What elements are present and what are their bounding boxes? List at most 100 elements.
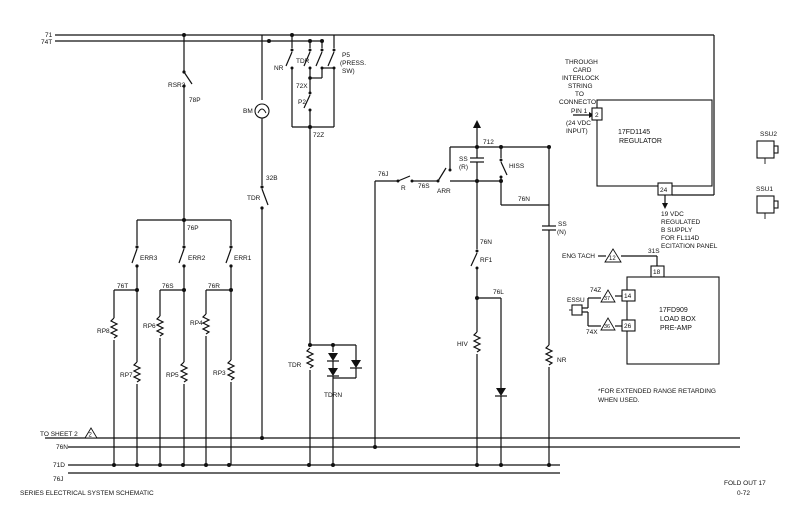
note-excitation: ECITATION PANEL: [661, 243, 718, 250]
sw-label: SW): [342, 68, 355, 75]
rf1-label: RF1: [480, 257, 493, 264]
tdr-coil-label: TDR: [288, 362, 302, 369]
tdr-section: BM 32B TDR NR TDR P5 (PRESS. SW) 72X P: [243, 35, 366, 465]
tdrn-label: TDRN: [324, 392, 342, 399]
regulator-name: 17FD1145: [618, 129, 650, 136]
note-regulated: REGULATED: [661, 219, 701, 226]
wire-76t-label: 76T: [117, 283, 128, 290]
loadbox-pin-26-label: 26: [624, 323, 632, 330]
loadbox-section: ENG TACH 12 31S 18 17FD909 LOAD BOX PRE-…: [562, 248, 720, 365]
flag-37: 37: [604, 296, 610, 302]
flag-12: 12: [609, 256, 616, 262]
wire-76n2-label: 76N: [480, 239, 492, 246]
wire-72x-label: 72X: [296, 83, 308, 90]
err3-label: ERR3: [140, 255, 158, 262]
essu-symbol: [571, 304, 583, 316]
rp7-label: RP7: [120, 372, 133, 379]
ss-r-label-2: (R): [459, 164, 468, 171]
sheet-flag-number: 2: [89, 433, 93, 439]
nr-contact-label: NR: [274, 65, 284, 72]
wire-32b-label: 32B: [266, 175, 278, 182]
bus-76j-label: 76J: [53, 476, 63, 483]
err-section: RSR2 78P 76P ERR3 ERR2 ERR1 76T RP8: [97, 35, 252, 465]
to-sheet-label: TO SHEET 2: [40, 431, 78, 438]
ssu2-symbol: [756, 140, 775, 159]
bottom-buses: TO SHEET 2 2 76N 71D 76J: [40, 427, 740, 483]
note-pin1: PIN 1: [571, 108, 588, 115]
note-bsupply: B SUPPLY: [661, 227, 693, 234]
bm-meter-symbol: [254, 103, 270, 119]
essu-label: ESSU: [567, 297, 585, 304]
bus-71-label: 71: [45, 32, 53, 39]
bm-label: BM: [243, 108, 253, 115]
hiss-label: HISS: [509, 163, 525, 170]
flag-36: 36: [604, 324, 610, 330]
p2-label: P2: [298, 99, 306, 106]
ssu2-label: SSU2: [760, 131, 777, 138]
note-forfl: FOR FL114D: [661, 235, 699, 242]
note-extended-1: *FOR EXTENDED RANGE RETARDING: [598, 388, 716, 395]
wire-74x-label: 74X: [586, 329, 598, 336]
note-input: INPUT): [566, 128, 588, 135]
bus-76n-label: 76N: [56, 444, 68, 451]
press-label: (PRESS.: [340, 60, 366, 67]
arr-label: ARR: [437, 188, 451, 195]
note-string: STRING: [568, 83, 593, 90]
tdr-bank-label: TDR: [296, 58, 310, 65]
nr-coil-label: NR: [557, 357, 567, 364]
loadbox-name: 17FD909: [659, 307, 688, 314]
top-buses: 71 74T: [41, 32, 714, 46]
ssu1-label: SSU1: [756, 186, 773, 193]
wire-712-label: 712: [483, 139, 494, 146]
ss-n-label-2: (N): [557, 229, 566, 236]
loadbox-label-2: PRE-AMP: [660, 325, 692, 332]
wire-74z-label: 74Z: [590, 287, 601, 294]
eng-tach-label: ENG TACH: [562, 253, 595, 260]
wire-31s-label: 31S: [648, 248, 660, 255]
rp6-label: RP6: [143, 323, 156, 330]
footer: SERIES ELECTRICAL SYSTEM SCHEMATIC FOLD …: [20, 480, 766, 497]
loadbox-pin-14-label: 14: [624, 293, 632, 300]
wire-76j-label: 76J: [378, 171, 388, 178]
note-extended-2: WHEN USED.: [598, 397, 640, 404]
err1-label: ERR1: [234, 255, 252, 262]
rp3-label: RP3: [213, 370, 226, 377]
regulator-pin-24-label: 24: [660, 187, 668, 194]
loadbox-box: [626, 276, 720, 365]
wire-76r-label: 76R: [208, 283, 220, 290]
note-24vdc: (24 VDC: [566, 120, 591, 127]
loadbox-label-1: LOAD BOX: [660, 316, 696, 323]
p5-label: P5: [342, 52, 350, 59]
sheet-flag-shape: [84, 427, 98, 439]
wire-76s-label: 76S: [162, 283, 174, 290]
wire-76l-label: 76L: [493, 289, 504, 296]
bus-71d-label: 71D: [53, 462, 65, 469]
ssu-section: SSU2 SSU1: [756, 131, 779, 219]
wire-72z-label: 72Z: [313, 132, 324, 139]
ss-section: 76J R 76S ARR 712 SS (R) HISS: [374, 120, 567, 465]
note-to: TO: [575, 91, 584, 98]
ss-n-label-1: SS: [558, 221, 567, 228]
regulator-pin-2: [591, 107, 603, 121]
wire-76s2-label: 76S: [418, 183, 430, 190]
note-connector: CONNECTOR: [559, 99, 601, 106]
r-contact-label: R: [401, 185, 406, 192]
rp5-label: RP5: [166, 372, 179, 379]
note-through: THROUGH: [565, 59, 598, 66]
tdr-contact-label: TDR: [247, 195, 261, 202]
wire-76n-label: 76N: [518, 196, 530, 203]
footnote: *FOR EXTENDED RANGE RETARDING WHEN USED.: [598, 388, 716, 404]
arrow-up-icon: [473, 120, 481, 128]
regulator-pin-2-label: 2: [595, 112, 599, 119]
foldout-label: FOLD OUT 17: [724, 480, 766, 487]
note-interlock: INTERLOCK: [562, 75, 600, 82]
rp8-label: RP8: [97, 328, 110, 335]
wire-78p-label: 78P: [189, 97, 201, 104]
rsr2-label: RSR2: [168, 82, 186, 89]
err2-label: ERR2: [188, 255, 206, 262]
note-card: CARD: [573, 67, 592, 74]
rp4-label: RP4: [190, 320, 203, 327]
wire-76p-label: 76P: [187, 225, 199, 232]
regulator-label: REGULATOR: [619, 138, 662, 145]
